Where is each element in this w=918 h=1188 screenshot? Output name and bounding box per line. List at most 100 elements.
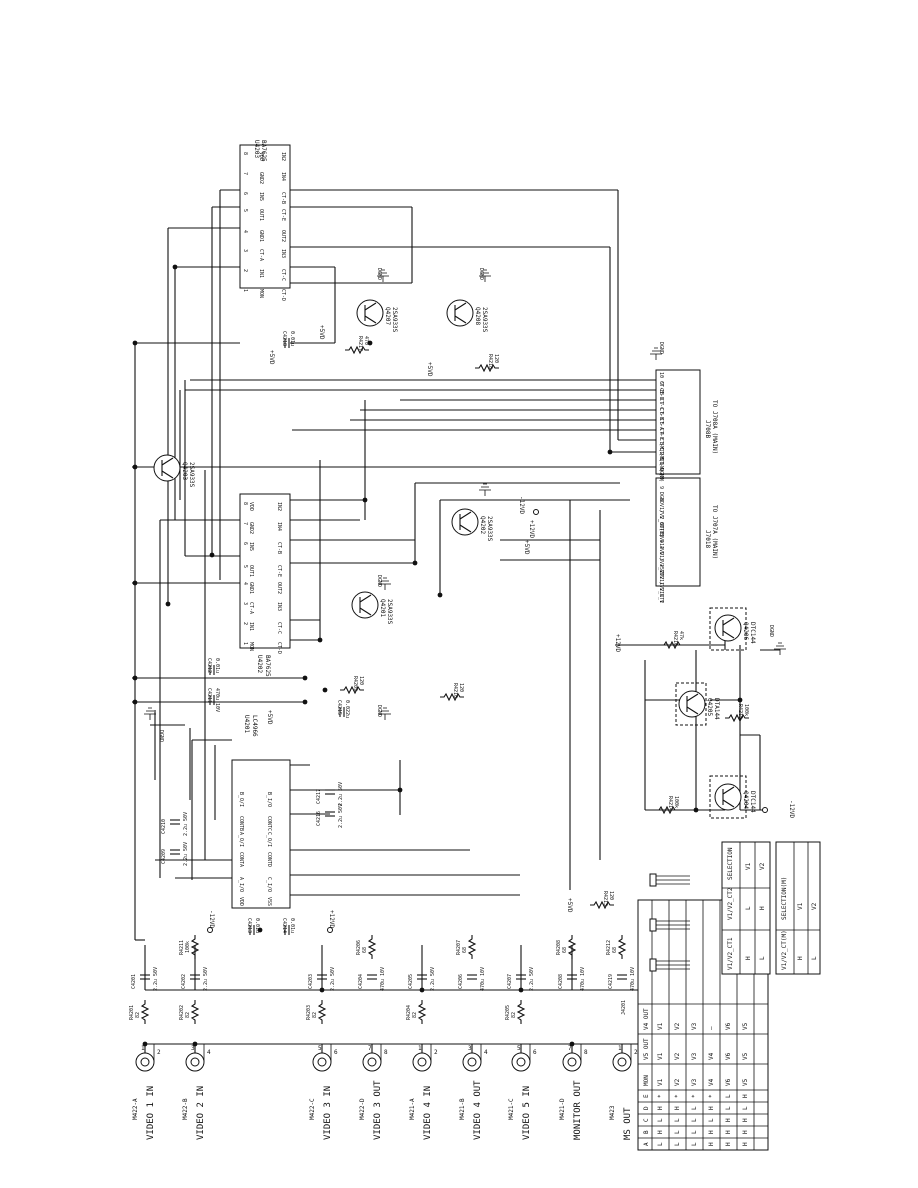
junction-dot [209,552,215,558]
ic-ref: U4202 [256,655,263,673]
m12vd-label: -12VD [518,496,525,514]
truth-cell: H [742,1094,749,1098]
junction-dot [132,675,138,681]
cap-ref: C4213 [246,918,252,933]
pin-name: CT-D [276,642,282,654]
pin-name: IN2 [276,502,282,511]
p12vd-label: +12VD [528,520,535,538]
junction-dot [319,987,325,993]
truth-cell: L [691,1118,698,1122]
transistor-part: DTC144 [749,791,756,813]
transistor-collector [459,511,472,520]
selection-cell: V1 [745,862,752,870]
cap-ref: C4205 [408,974,414,989]
pin-label: 5 [517,1045,521,1052]
pin-label: 3 [191,1045,195,1052]
junction-dot [257,927,263,933]
pin-name: CT-B [280,192,286,204]
header-pin: 8 CT-C [658,392,664,410]
dgnd-label: DGND [376,268,382,280]
ic-u4201 [231,759,291,909]
truth-header: B [643,1130,650,1134]
pin-name: OUT1 [258,209,264,221]
pin-number: 5 [242,565,248,568]
m12vd-label: -12VD [788,800,795,818]
resistor-symbol [140,1000,150,1024]
pin-number: 7 [242,172,248,175]
pin-name: B_I/O [266,792,272,807]
resistor-symbol [345,345,369,355]
header-pin: 5 +12VD [658,534,664,555]
header-dest: TO J708A (MAIN) [711,400,718,454]
ground-icon [650,347,662,360]
switch-symbol [649,873,690,887]
truth-cell: L [691,1142,698,1146]
pin-name: OUT1 [248,565,254,577]
pin-name: IN5 [258,192,264,201]
pin-name: IN5 [248,542,254,551]
pin-label: 6 [533,1049,537,1056]
transistor-body [714,783,742,811]
transistor-ref: Q4206 [742,622,749,640]
pin-label: 7 [568,1045,572,1052]
transistor-body [451,508,479,536]
header-pin: 6 -12VD [658,522,664,543]
resistor-value: 82 [312,1012,318,1018]
cap-value: 0.01u [289,918,295,933]
transistor-ref: Q4201 [379,599,386,617]
resistor-symbol [440,692,464,702]
truth-cell: L [725,1106,732,1110]
transistor-emitter [364,315,377,324]
pin-name: C_I/O [266,877,272,892]
pin-name: IN3 [276,602,282,611]
header-pin: 2 CT-A (M) [658,452,664,482]
resistor-symbol [655,805,679,815]
resistor-value: 100k [185,941,191,953]
truth-cell: H [708,1106,715,1110]
connector-ref: M423 [609,1105,616,1120]
resistor-symbol [475,363,499,373]
resistor-ref: R4216 [672,631,678,646]
junction-dot [302,699,308,705]
cap-ref: C4207 [507,974,513,989]
resistor-ref: R4211 [179,940,185,955]
truth-cell: L [708,1118,715,1122]
resistor-value: 100k [743,704,749,716]
resistor-symbol [617,935,627,959]
pin-label: 3 [468,1045,472,1052]
connector-label: VIDEO 3 OUT [373,1080,383,1140]
cap-ref: C4204 [358,974,364,989]
transistor-body [356,299,384,327]
junction-dot [165,601,171,607]
truth-cell: H [657,1106,664,1110]
resistor-value: 82 [412,1012,418,1018]
p5vd-label: +5VD [266,710,273,725]
resistor-ref: R4205 [505,1005,511,1020]
header-pin: 4 V1/V2_CT2 [658,546,664,579]
header-dest: TO J707A (MAIN) [711,505,718,559]
header-pin: 9 DGND [658,486,664,504]
resistor-value: 120 [458,683,464,692]
truth-cell: L [725,1094,732,1098]
ic-part: LC4966 [251,715,258,737]
selection-m-cell: H [797,956,804,960]
resistor-ref: R4214 [667,796,673,811]
truth-cell: H [742,1142,749,1146]
transistor-collector [722,786,735,795]
truth-cell: — [708,1026,715,1030]
truth-header: E [643,1094,650,1098]
pin-name: VSS [266,897,272,906]
truth-cell: V5 [742,1022,749,1030]
dgnd-label: DGND [658,342,664,354]
truth-cell: * [657,1094,664,1098]
